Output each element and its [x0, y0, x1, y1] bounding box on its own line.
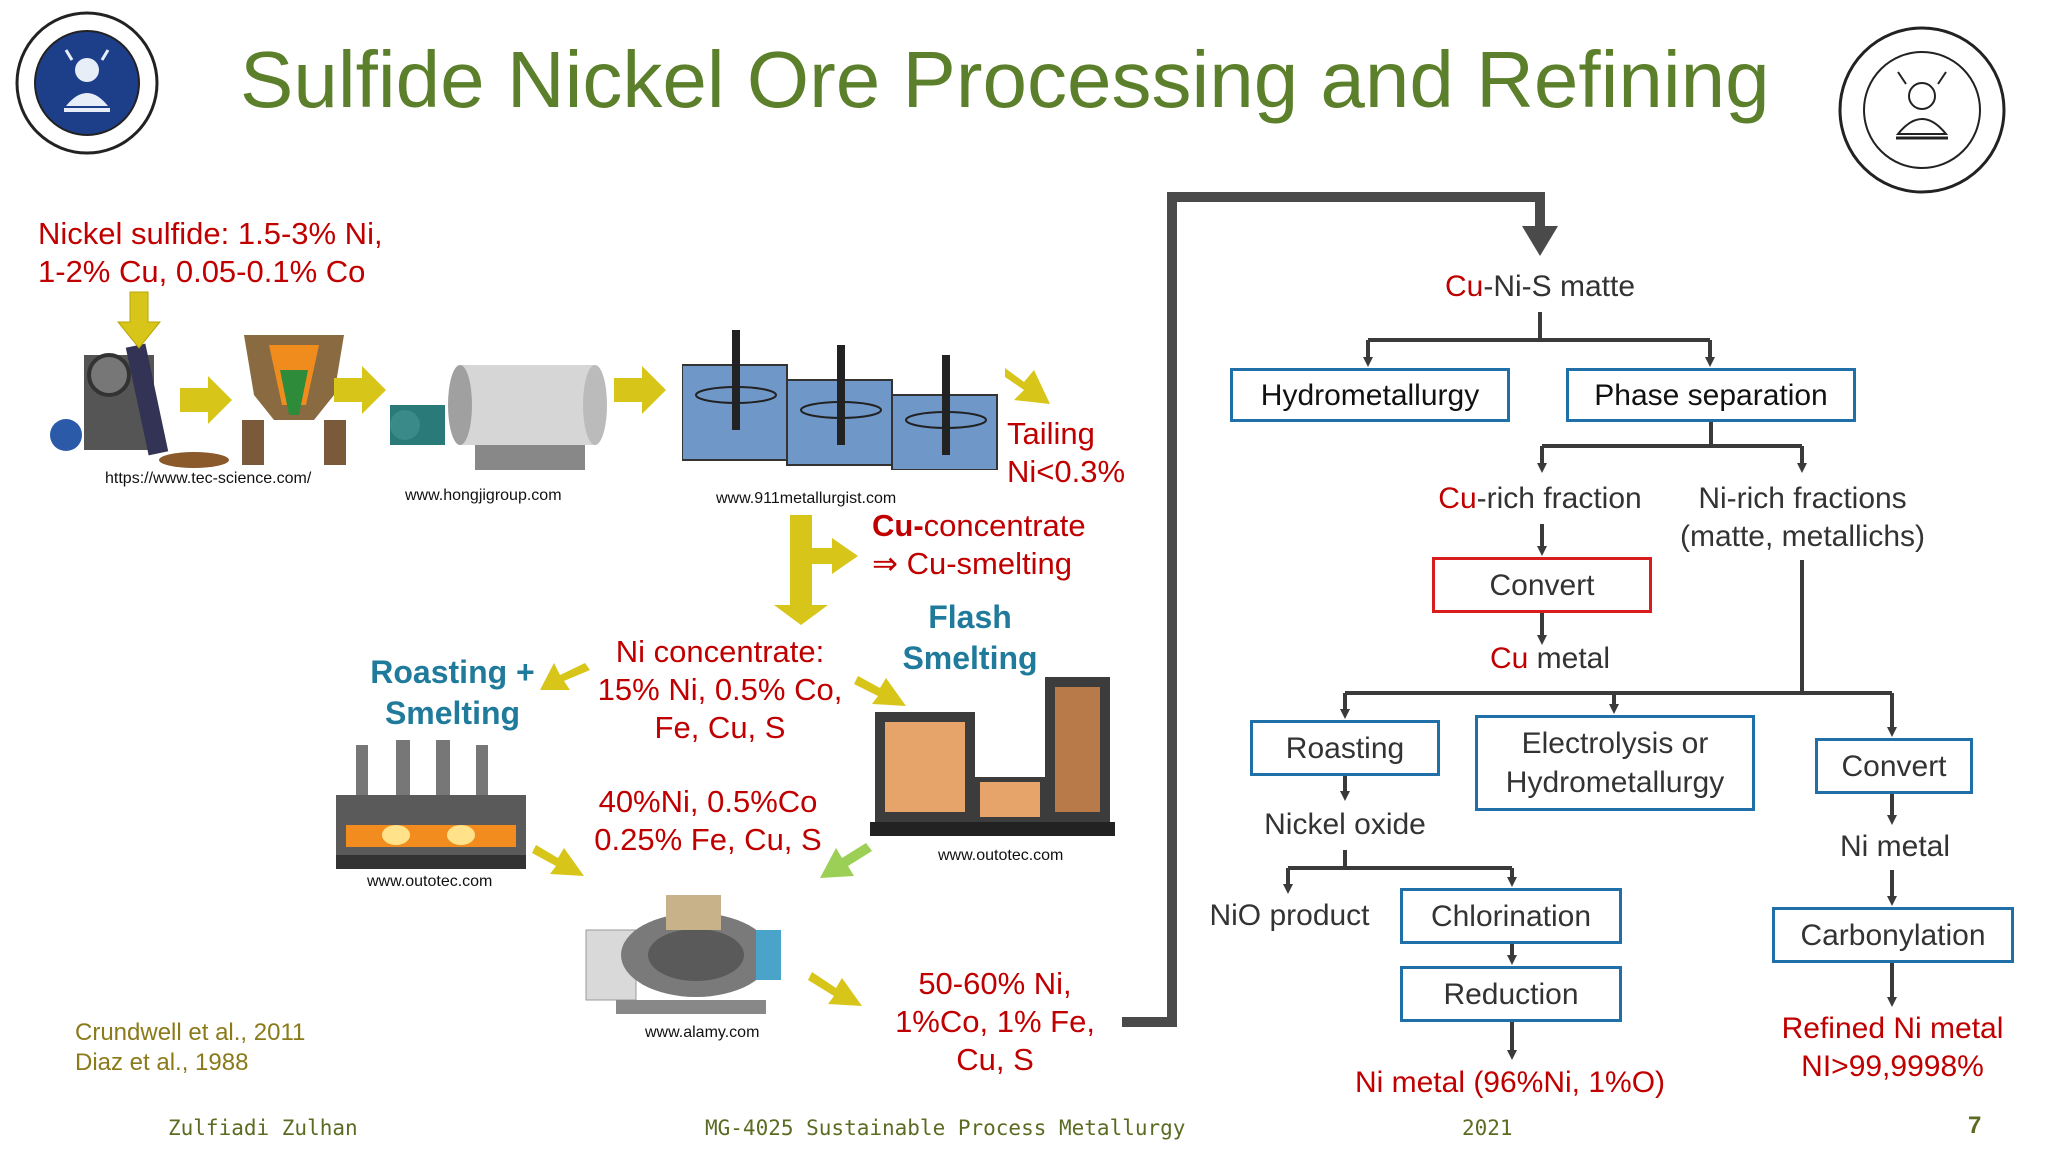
nio-product-label: NiO product [1209, 899, 1370, 932]
cu-concentrate-bold: Cu- [872, 508, 924, 543]
nickel-oxide-label: Nickel oxide [1264, 808, 1426, 841]
main-transfer-connector [1122, 192, 1558, 1027]
yellow-arrow-roasting-matte [532, 845, 584, 876]
yellow-arrow-to-roasting [540, 663, 590, 690]
yellow-arrow-mill-flotation [614, 366, 666, 414]
carbonylation-box: Carbonylation [1772, 907, 2014, 963]
ni-metal-result: Ni metal (96%Ni, 1%O) [1354, 1066, 1666, 1099]
ore-composition-line1: Nickel sulfide: 1.5-3% Ni, [38, 216, 383, 251]
converter-output-line3: Cu, S [956, 1042, 1034, 1077]
right-seal-logo [1838, 26, 2006, 194]
yellow-arrow-jaw-ballmill [334, 366, 386, 414]
refined-ni-line1: Refined Ni metal [1781, 1012, 2004, 1045]
matte-rest: -Ni-S matte [1483, 270, 1636, 303]
ni-metal-label: Ni metal [1839, 830, 1951, 863]
yellow-arrow-down-ore [116, 291, 162, 349]
cu-rich-cu: Cu [1438, 482, 1477, 515]
electrolysis-line1: Electrolysis or [1521, 727, 1709, 760]
footer-course: MG-4025 Sustainable Process Metallurgy [705, 1116, 1186, 1140]
reduction-label: Reduction [1443, 977, 1579, 1011]
ni-rich-fractions-line1: Ni-rich fractions [1698, 482, 1907, 515]
tailing-grade: Ni<0.3% [1007, 454, 1126, 489]
cu-concentrate-rest: concentrate [923, 508, 1086, 543]
carbonylation-label: Carbonylation [1800, 918, 1986, 952]
cu-rich-fraction-label: Cu-rich fraction [1400, 480, 1680, 518]
cu-metal-rest: metal [1528, 642, 1611, 675]
source-outotec-right: www.outotec.com [938, 847, 1064, 864]
slide-title: Sulfide Nickel Ore Processing and Refini… [240, 35, 1770, 124]
ni-rich-fractions-line2: (matte, metallichs) [1679, 520, 1926, 553]
ni-concentrate-line3: Fe, Cu, S [654, 710, 786, 745]
roasting-smelting-line2: Smelting [384, 695, 521, 731]
flotation-illustration [682, 330, 998, 470]
matte-cu: Cu [1444, 270, 1484, 303]
ni-concentrate-line1: Ni concentrate: [615, 634, 825, 669]
source-flotation: www.911metallurgist.com [716, 490, 897, 507]
footer-author: Zulfiadi Zulhan [168, 1116, 358, 1140]
ore-composition-line2: 1-2% Cu, 0.05-0.1% Co [38, 254, 366, 289]
yellow-arrow-crusher-mill [180, 376, 232, 424]
reference-1: Crundwell et al., 2011 [75, 1019, 306, 1046]
ball-mill-illustration [390, 365, 607, 470]
phase-separation-label: Phase separation [1594, 378, 1828, 412]
refined-ni-line2: NI>99,9998% [1801, 1050, 1984, 1083]
flash-smelting-line1: Flash [928, 599, 1012, 635]
source-outotec-left: www.outotec.com [367, 873, 493, 890]
right-flow-lines [1283, 312, 1897, 1060]
matte-composition-line2: 0.25% Fe, Cu, S [594, 822, 822, 857]
roasting-furnace-illustration [336, 740, 526, 869]
cu-rich-rest: -rich fraction [1476, 482, 1642, 515]
cu-concentrate-label: Cu-concentrate [872, 507, 1086, 545]
footer-year: 2021 [1462, 1116, 1513, 1140]
green-arrow-flash-matte [820, 843, 872, 878]
yellow-arrow-to-flash [854, 676, 906, 706]
convert-cu-box: Convert [1432, 557, 1652, 613]
chlorination-label: Chlorination [1430, 899, 1592, 933]
hydrometallurgy-box: Hydrometallurgy [1230, 368, 1510, 422]
cu-metal-cu: Cu [1489, 642, 1529, 675]
roasting-smelting-line1: Roasting + [370, 654, 535, 690]
convert-ni-box: Convert [1815, 738, 1973, 794]
hydrometallurgy-label: Hydrometallurgy [1260, 378, 1480, 412]
source-crusher: https://www.tec-science.com/ [105, 470, 312, 487]
yellow-arrow-flotation-down [774, 515, 858, 625]
reference-2: Diaz et al., 1988 [75, 1049, 249, 1076]
electrolysis-line2: Hydrometallurgy [1505, 766, 1725, 799]
cu-metal-label: Cu metal [1440, 640, 1660, 678]
phase-separation-box: Phase separation [1566, 368, 1856, 422]
roasting-box: Roasting [1250, 720, 1440, 776]
electrolysis-box: Electrolysis or Hydrometallurgy [1475, 715, 1755, 811]
convert-ni-label: Convert [1841, 749, 1947, 783]
converter-output-line1: 50-60% Ni, [918, 966, 1072, 1001]
crusher-illustration [50, 335, 346, 468]
yellow-arrow-to-converter-output [808, 972, 862, 1006]
source-mill: www.hongjigroup.com [405, 487, 562, 504]
matte-composition-line1: 40%Ni, 0.5%Co [598, 784, 818, 819]
cu-ni-s-matte-label: Cu-Ni-S matte [1340, 268, 1740, 306]
flash-smelting-line2: Smelting [902, 640, 1038, 676]
converter-illustration [585, 895, 781, 1014]
reduction-box: Reduction [1400, 966, 1622, 1022]
chlorination-box: Chlorination [1400, 888, 1622, 944]
yellow-arrow-tailing [1005, 368, 1050, 404]
footer-page-number: 7 [1968, 1112, 1982, 1139]
tailing-label: Tailing [1007, 416, 1095, 451]
converter-output-line2: 1%Co, 1% Fe, [895, 1004, 1095, 1039]
roasting-label: Roasting [1285, 731, 1405, 765]
left-seal-logo [15, 11, 159, 155]
ni-concentrate-line2: 15% Ni, 0.5% Co, [597, 672, 843, 707]
cu-smelting-label: ⇒ Cu-smelting [872, 546, 1072, 581]
source-alamy: www.alamy.com [645, 1024, 760, 1041]
flash-smelter-illustration [870, 677, 1115, 836]
convert-cu-label: Convert [1489, 568, 1595, 602]
